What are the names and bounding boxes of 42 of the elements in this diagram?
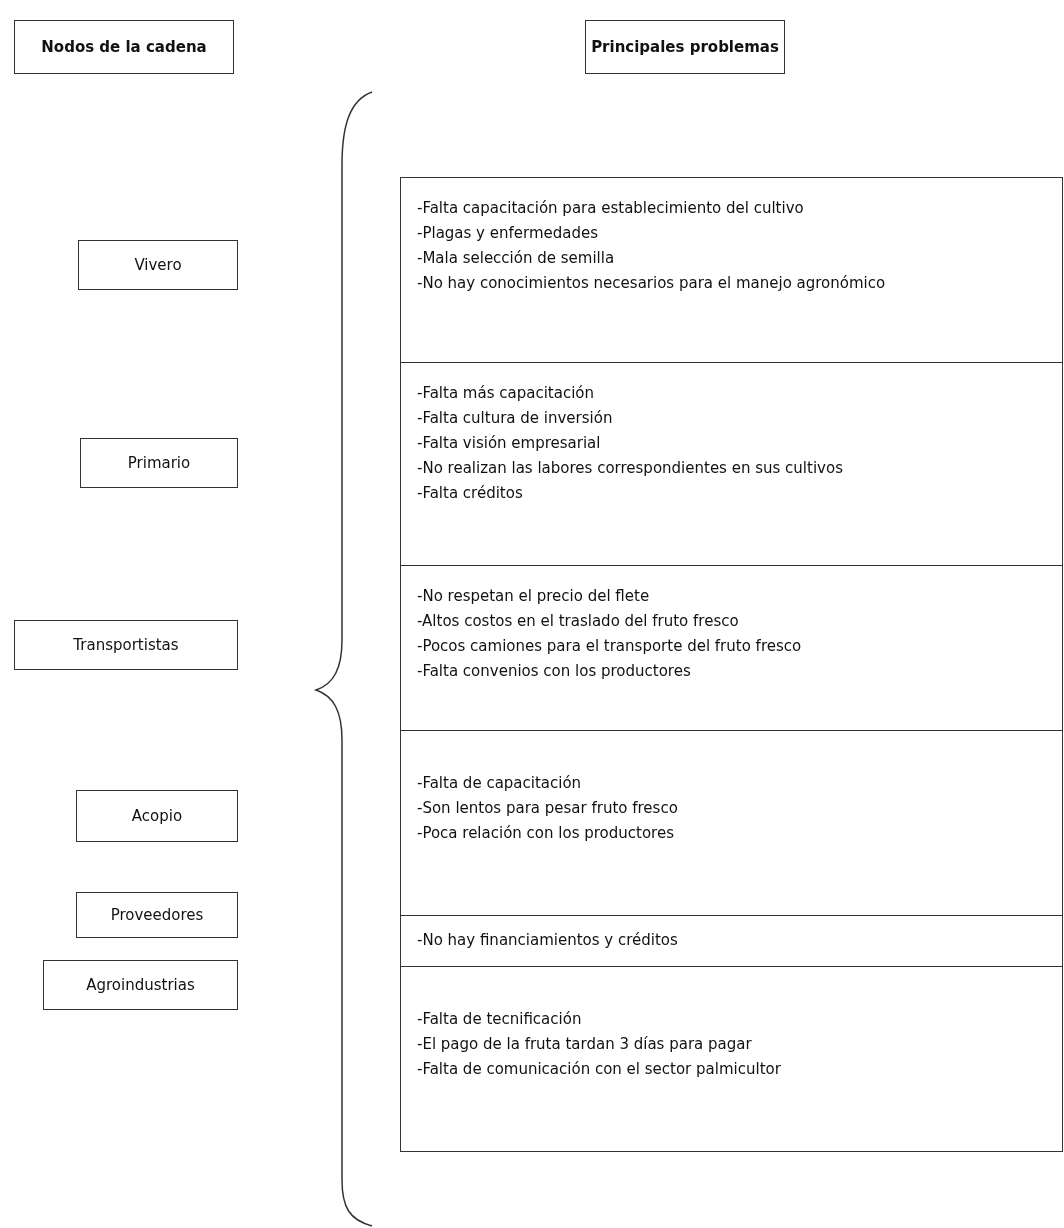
chain-node-box: [76, 892, 238, 938]
node-label: Transportistas: [73, 634, 179, 656]
problem-item: -Son lentos para pesar fruto fresco: [417, 798, 678, 819]
node-label: Acopio: [131, 805, 183, 827]
problem-item: -Falta convenios con los productores: [417, 661, 691, 682]
problem-item: -No respetan el precio del flete: [417, 586, 650, 607]
problem-list-cell: [400, 177, 1063, 363]
problem-item: -Falta cultura de inversión: [417, 408, 613, 429]
problem-item: -Falta créditos: [417, 483, 523, 504]
header-box: [14, 20, 234, 74]
problem-item: -No hay financiamientos y créditos: [417, 930, 678, 951]
problem-item: -Pocos camiones para el transporte del fruto fresco: [417, 636, 802, 657]
problem-item: -Falta más capacitación: [417, 383, 594, 404]
problem-item: -Falta de capacitación: [417, 773, 582, 794]
header-box: [585, 20, 785, 74]
chain-node-box: [43, 960, 238, 1010]
problem-list-cell: [400, 915, 1063, 967]
node-label: Primario: [127, 452, 191, 474]
chain-node-box: [80, 438, 238, 488]
problem-item: -Poca relación con los productores: [417, 823, 674, 844]
problem-list-cell: [400, 565, 1063, 731]
problem-item: -Mala selección de semilla: [417, 248, 615, 269]
node-label: Proveedores: [110, 904, 204, 926]
chain-node-box: [14, 620, 238, 670]
problem-list-cell: [400, 730, 1063, 916]
problem-item: -Falta de comunicación con el sector palmicultor: [417, 1059, 781, 1080]
problem-item: -Falta de tecnificación: [417, 1009, 582, 1030]
problem-item: -Falta capacitación para establecimiento del cultivo: [417, 198, 804, 219]
header-label: Nodos de la cadena: [41, 36, 207, 58]
chain-node-box: [76, 790, 238, 842]
problem-list-cell: [400, 362, 1063, 566]
header-label: Principales problemas: [591, 36, 779, 58]
problem-item: -Plagas y enfermedades: [417, 223, 599, 244]
problem-item: -Altos costos en el traslado del fruto fresco: [417, 611, 739, 632]
node-label: Agroindustrias: [86, 974, 195, 996]
problem-item: -No realizan las labores correspondientes en sus cultivos: [417, 458, 843, 479]
node-label: Vivero: [134, 254, 182, 276]
problem-item: -El pago de la fruta tardan 3 días para pagar: [417, 1034, 752, 1055]
problem-item: -No hay conocimientos necesarios para el manejo agronómico: [417, 273, 886, 294]
problem-list-cell: [400, 966, 1063, 1152]
problem-item: -Falta visión empresarial: [417, 433, 601, 454]
chain-node-box: [78, 240, 238, 290]
